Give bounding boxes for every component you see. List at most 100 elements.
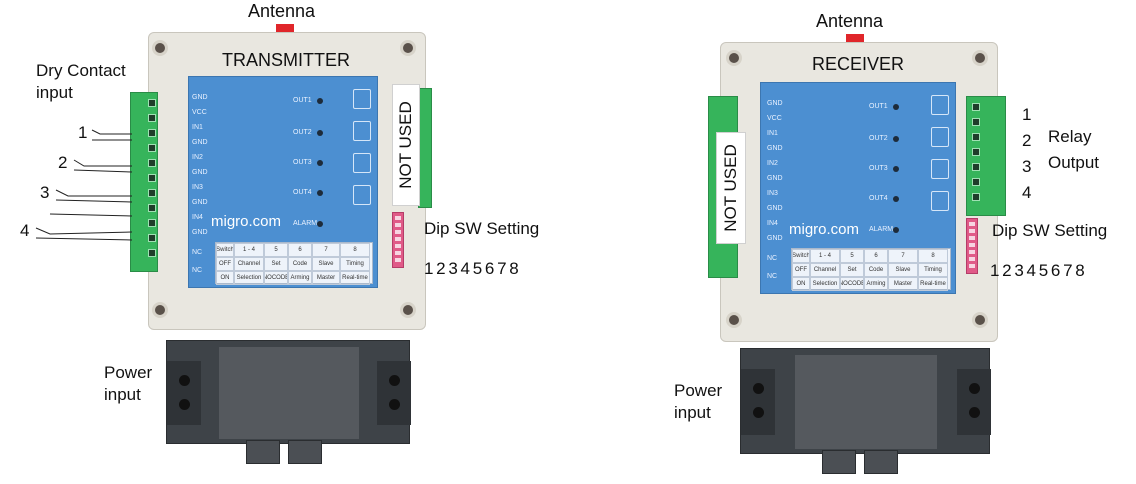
dip-table-cell: Set	[264, 257, 288, 271]
rx-output-number: 1	[1022, 105, 1032, 124]
dip-table-cell: Selection	[810, 277, 840, 291]
dip-table-cell: Master	[888, 277, 918, 291]
rx-pin-label: IN3	[767, 190, 778, 197]
dip-table-cell: 7	[312, 243, 340, 257]
dip-table-cell: Slave	[312, 257, 340, 271]
rx-power-supply	[740, 348, 991, 454]
psu-screw-hole	[179, 399, 190, 410]
rx-pin-label: VCC	[767, 115, 782, 122]
rx-output-number: 3	[1022, 157, 1032, 176]
rx-pin-label: GND	[767, 100, 783, 107]
terminal-screw	[148, 249, 156, 257]
psu-side-tab	[377, 361, 411, 425]
terminal-screw	[148, 114, 156, 122]
tx-wire	[55, 199, 133, 203]
rx-dip-switch	[966, 218, 978, 274]
rx-power-label-line1: Power	[674, 381, 723, 400]
rx-relay-symbol	[931, 191, 949, 211]
rx-not-used-text: NOT USED	[721, 144, 741, 232]
rx-power-label-line2: input	[674, 403, 711, 422]
terminal-screw	[148, 204, 156, 212]
rx-output-number: 4	[1022, 183, 1032, 202]
rx-antenna-label: Antenna	[816, 11, 884, 31]
tx-wire	[91, 129, 132, 135]
dip-lever	[969, 250, 975, 254]
dip-table-cell: Master	[312, 271, 340, 285]
rx-out-led	[893, 104, 899, 110]
rx-alarm-label: ALARM	[869, 226, 894, 233]
dip-table-cell: 8	[340, 243, 370, 257]
rx-pin-label: GND	[767, 175, 783, 182]
dip-table-cell: Timing	[340, 257, 370, 271]
dip-lever	[969, 264, 975, 268]
dip-lever	[395, 230, 401, 234]
tx-out-led	[317, 190, 323, 196]
dip-table-cell: ON	[216, 271, 234, 285]
tx-input-label-line1: Dry Contact	[36, 61, 126, 80]
tx-input-number: 1	[78, 123, 88, 142]
dip-lever	[395, 244, 401, 248]
dip-table-cell: NOCODE	[264, 271, 288, 285]
rx-pin-label: IN1	[767, 130, 778, 137]
tx-input-label-line2: input	[36, 83, 73, 102]
terminal-screw	[972, 193, 980, 201]
tx-input-number: 3	[40, 183, 50, 202]
tx-mount-hole	[400, 40, 416, 56]
tx-circuit-panel: GND VCC IN1 GND IN2 GND IN3 GND IN4 GND …	[188, 76, 378, 288]
tx-psu-connector	[246, 440, 280, 464]
tx-pin-label: GND	[192, 229, 208, 236]
terminal-screw	[148, 159, 156, 167]
rx-relay-symbol	[931, 159, 949, 179]
tx-pin-label: GND	[192, 199, 208, 206]
dip-table-cell: ON	[792, 277, 810, 291]
tx-mount-hole	[400, 302, 416, 318]
psu-screw-hole	[969, 383, 980, 394]
rx-output-number: 2	[1022, 131, 1032, 150]
tx-antenna-label: Antenna	[248, 1, 316, 21]
tx-power-label-line1: Power	[104, 363, 153, 382]
dip-table-cell: OFF	[792, 263, 810, 277]
dip-lever	[969, 243, 975, 247]
terminal-screw	[148, 144, 156, 152]
tx-relay-symbol	[353, 153, 371, 173]
dip-lever	[969, 236, 975, 240]
dip-lever	[395, 216, 401, 220]
dip-lever	[969, 229, 975, 233]
dip-table-cell: 1 - 4	[810, 249, 840, 263]
tx-wire	[73, 169, 133, 173]
tx-input-terminal-block	[130, 92, 158, 272]
tx-out-label: OUT2	[293, 129, 312, 136]
tx-brand: migro.com	[211, 213, 282, 230]
rx-relay-symbol	[931, 95, 949, 115]
psu-side-tab	[167, 361, 201, 425]
dip-table-cell: Switch	[216, 243, 234, 257]
rx-out-label: OUT4	[869, 195, 888, 202]
tx-output-terminal-block	[418, 88, 432, 208]
rx-pin-label: NC	[767, 273, 778, 280]
tx-out-label: OUT1	[293, 97, 312, 104]
rx-title: RECEIVER	[811, 54, 905, 74]
rx-circuit-panel: GND VCC IN1 GND IN2 GND IN3 GND IN4 GND …	[760, 82, 956, 294]
terminal-screw	[148, 219, 156, 227]
rx-brand: migro.com	[789, 221, 860, 238]
tx-wire	[35, 237, 133, 241]
terminal-screw	[148, 189, 156, 197]
tx-mount-hole	[152, 40, 168, 56]
psu-front-face	[795, 355, 937, 449]
rx-pin-label: IN2	[767, 160, 778, 167]
dip-table-cell: Switch	[792, 249, 810, 263]
tx-input-number: 4	[20, 221, 30, 240]
rx-pin-label: IN4	[767, 220, 778, 227]
tx-dip-numbers: 1 2 3 4 5 6 7 8	[424, 259, 519, 278]
rx-not-used-label: NOT USED	[716, 132, 746, 244]
dip-table-cell: Timing	[918, 263, 948, 277]
terminal-screw	[148, 99, 156, 107]
dip-lever	[395, 223, 401, 227]
tx-pin-label: NC	[192, 267, 203, 274]
dip-table-cell: Slave	[888, 263, 918, 277]
rx-out-label: OUT3	[869, 165, 888, 172]
rx-output-label-line1: Relay	[1048, 127, 1092, 146]
rx-out-label: OUT1	[869, 103, 888, 110]
tx-out-led	[317, 130, 323, 136]
psu-screw-hole	[969, 407, 980, 418]
